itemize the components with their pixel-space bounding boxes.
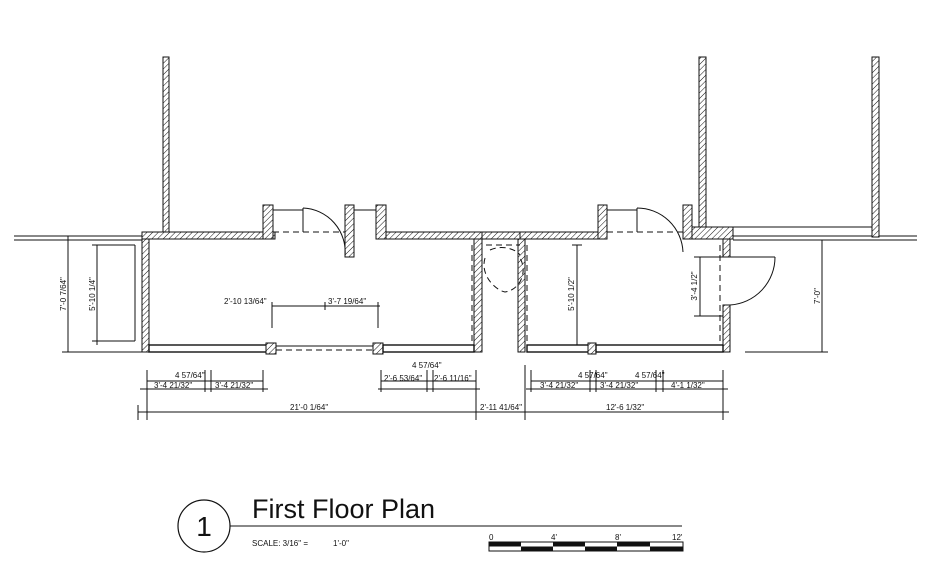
- dimension-lines: [62, 235, 828, 420]
- left-room: [141, 204, 483, 355]
- dim-mid-seg-1: 2'-6 53/64": [384, 374, 422, 383]
- dim-right-seg-3: 4'-1 1/32": [671, 381, 705, 390]
- dim-mid-small: 4 57/64": [412, 361, 442, 370]
- scale-tick-12: 12': [672, 533, 683, 542]
- dim-left-inner-height: 5'-10 1/4": [88, 277, 97, 311]
- adjacent-wall-left: [162, 56, 170, 233]
- dim-right-total: 12'-6 1/32": [606, 403, 644, 412]
- title-block: 1 First Floor Plan SCALE: 3/16" = 1'-0": [177, 494, 682, 553]
- exterior-ground-left: [14, 235, 145, 241]
- scale-tick-4: 4': [551, 533, 557, 542]
- dim-left-small-1: 4 57/64": [175, 371, 205, 380]
- dim-door-height: 3'-4 1/2": [690, 271, 699, 300]
- dimension-labels: 7'-0 7/64" 5'-10 1/4" 2'-10 13/64" 3'-7 …: [59, 271, 822, 412]
- dim-left-seg-1: 3'-4 21/32": [154, 381, 192, 390]
- dim-left-seg-2: 3'-4 21/32": [215, 381, 253, 390]
- scale-label: SCALE: 3/16" =: [252, 539, 308, 548]
- exterior-ground-right: [733, 235, 917, 241]
- middle-connector: [481, 231, 526, 353]
- adjacent-wall-right-2: [871, 56, 880, 238]
- dim-interior-a: 2'-10 13/64": [224, 297, 267, 306]
- drawing-title: First Floor Plan: [252, 494, 435, 524]
- view-number: 1: [196, 511, 212, 542]
- dim-right-inner-height: 5'-10 1/2": [567, 277, 576, 311]
- dim-right-seg-2: 3'-4 21/32": [600, 381, 638, 390]
- scale-value: 1'-0": [333, 539, 349, 548]
- scale-tick-0: 0: [489, 533, 494, 542]
- adjacent-wall-right-1: [698, 56, 707, 233]
- dim-right-small-1: 4 57/64": [578, 371, 608, 380]
- dim-left-outer-height: 7'-0 7/64": [59, 277, 68, 311]
- dim-right-seg-1: 3'-4 21/32": [540, 381, 578, 390]
- dim-right-small-2: 4 57/64": [635, 371, 665, 380]
- scale-tick-8: 8': [615, 533, 621, 542]
- right-room: [519, 204, 776, 355]
- dim-left-total: 21'-0 1/64": [290, 403, 328, 412]
- dim-right-outer-height: 7'-0": [813, 288, 822, 304]
- dim-mid-seg-2: 2'-6 11/16": [434, 374, 472, 383]
- dim-gap-total: 2'-11 41/64": [480, 403, 522, 412]
- dim-interior-b: 3'-7 19/64": [328, 297, 366, 306]
- scale-bar: 0 4' 8' 12': [488, 533, 684, 552]
